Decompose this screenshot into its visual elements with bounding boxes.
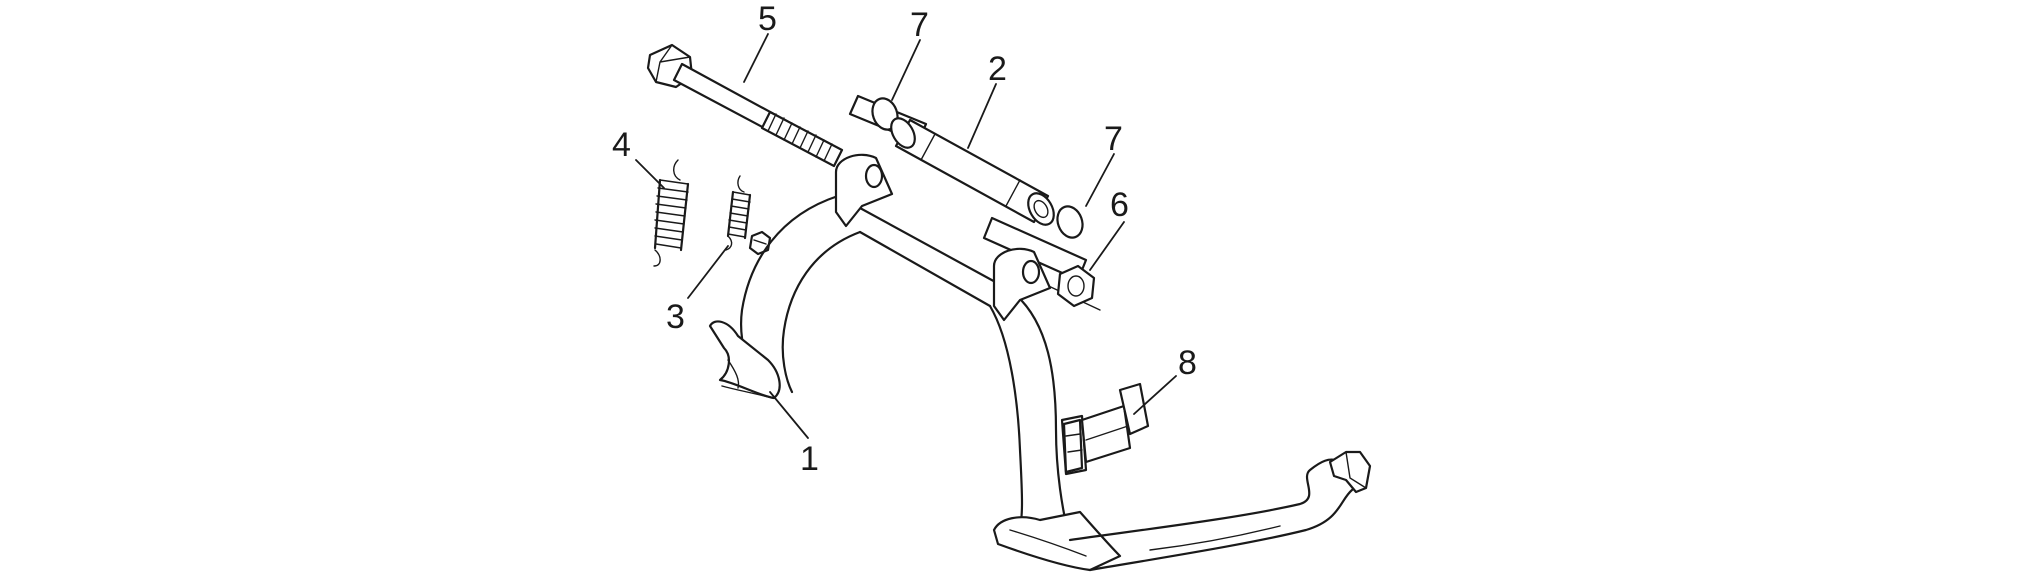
callout-label-8: 8 xyxy=(1178,344,1197,382)
callout-label-7-left: 7 xyxy=(910,6,929,44)
leader-line-2 xyxy=(967,83,997,149)
leader-line-7-right xyxy=(1085,153,1115,207)
large-spring-part xyxy=(653,159,690,267)
leader-line-8 xyxy=(1133,375,1177,415)
leader-line-3 xyxy=(687,245,729,299)
leader-line-4 xyxy=(635,159,665,189)
callout-label-6: 6 xyxy=(1110,186,1129,224)
bolt-part xyxy=(646,43,844,168)
leader-line-1 xyxy=(769,391,809,439)
spring-pin-part xyxy=(748,230,772,256)
callout-label-1: 1 xyxy=(800,440,819,478)
bracket-plate-part xyxy=(1060,382,1150,476)
leader-line-5 xyxy=(743,33,769,83)
callout-label-3: 3 xyxy=(666,298,685,336)
sleeve-part xyxy=(890,117,1055,226)
small-spring-part xyxy=(725,175,752,251)
callout-label-4: 4 xyxy=(612,126,631,164)
callout-label-2: 2 xyxy=(988,50,1007,88)
leader-line-7-left xyxy=(891,39,921,101)
callout-label-5: 5 xyxy=(758,0,777,38)
main-stand-part xyxy=(708,153,1372,572)
callout-label-7-right: 7 xyxy=(1104,120,1123,158)
leader-line-6 xyxy=(1089,221,1125,271)
bolt-thread xyxy=(760,110,844,168)
